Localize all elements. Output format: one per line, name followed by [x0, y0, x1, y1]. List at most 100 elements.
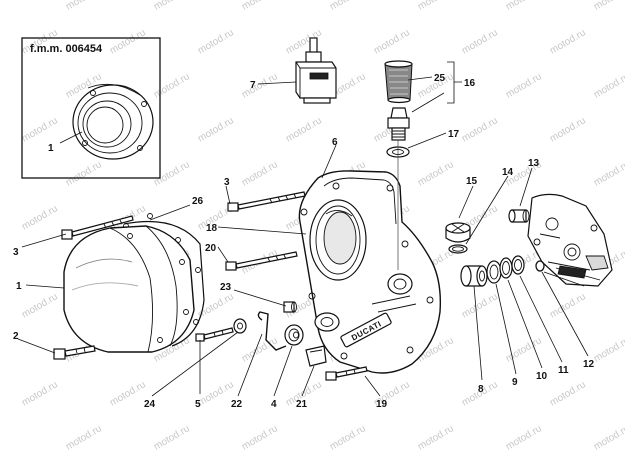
bearing [486, 260, 502, 284]
callout-12: 12 [583, 359, 595, 370]
screw-3-upper [227, 191, 306, 212]
watermark-text: motod.ru [108, 379, 148, 408]
screw-2 [53, 345, 96, 360]
watermark-text: motod.ru [152, 71, 192, 100]
watermark-text: motod.ru [504, 0, 544, 13]
watermark-text: motod.ru [64, 159, 104, 188]
watermark-text: motod.ru [592, 423, 625, 452]
watermark-text: motod.ru [152, 423, 192, 452]
callout-9: 9 [512, 377, 518, 388]
watermark-text: motod.ru [372, 27, 412, 56]
plate-21 [305, 345, 327, 367]
watermark-text: motod.ru [196, 115, 236, 144]
watermark-text: motod.ru [416, 423, 456, 452]
watermark-text: motod.ru [64, 423, 104, 452]
watermark-text: motod.ru [240, 423, 280, 452]
callout-14: 14 [502, 167, 514, 178]
watermark-text: motod.ru [152, 0, 192, 13]
watermark-text: motod.ru [416, 0, 456, 13]
watermark-text: motod.ru [152, 159, 192, 188]
callout-16: 16 [464, 78, 476, 89]
oil-filler-cap [445, 222, 471, 243]
watermark-text: motod.ru [504, 335, 544, 364]
callout-labels: 7 25 16 17 6 13 14 15 3 26 18 3 20 1 2 2… [13, 73, 595, 410]
watermark-text: motod.ru [196, 379, 236, 408]
engine-block-fragment [527, 193, 613, 287]
screw-20 [225, 251, 298, 271]
circlip [535, 260, 545, 272]
bush [460, 265, 488, 287]
callout-24: 24 [144, 399, 156, 410]
callout-18: 18 [206, 223, 218, 234]
oil-filter-mesh [384, 60, 413, 104]
watermark-text: motod.ru [20, 115, 60, 144]
callout-22: 22 [231, 399, 243, 410]
watermark-text: motod.ru [460, 115, 500, 144]
watermark-text: motod.ru [504, 423, 544, 452]
oil-pressure-switch [295, 37, 337, 104]
watermark-text: motod.ru [416, 159, 456, 188]
watermark-text: motod.ru [20, 291, 60, 320]
callout-8: 8 [478, 384, 484, 395]
callout-11: 11 [558, 365, 569, 376]
spacer-23 [283, 301, 297, 313]
watermark-text: motod.ru [592, 71, 625, 100]
watermark-text: motod.ru [108, 27, 148, 56]
screw-3-left [61, 215, 134, 240]
watermark-text: motod.ru [240, 71, 280, 100]
callout-15: 15 [466, 176, 478, 187]
callout-19: 19 [376, 399, 388, 410]
leader-lines [17, 61, 589, 397]
screw-19 [325, 366, 368, 381]
callout-10: 10 [536, 371, 548, 382]
callout-3-left: 3 [13, 247, 19, 258]
watermark-text: motod.ru [240, 159, 280, 188]
callout-7: 7 [250, 80, 256, 91]
watermark-text: motod.ru [548, 27, 588, 56]
crankcase-cover: DUCATI [298, 170, 442, 374]
callout-4: 4 [271, 399, 277, 410]
watermark-text: motod.ru [460, 291, 500, 320]
filler-cap-oring [448, 244, 468, 254]
filter-union [387, 107, 410, 141]
watermark-text: motod.ru [592, 0, 625, 13]
callout-6: 6 [332, 137, 338, 148]
watermark-text: motod.ru [196, 27, 236, 56]
watermark-text: motod.ru [284, 115, 324, 144]
watermark-text: motod.ru [548, 379, 588, 408]
dowel-sleeve [508, 209, 530, 223]
watermark-text: motod.ru [328, 423, 368, 452]
callout-20: 20 [205, 243, 217, 254]
callout-13: 13 [528, 158, 540, 169]
watermark-text: motod.ru [548, 291, 588, 320]
watermark-text: motod.ru [592, 335, 625, 364]
seal-ring [499, 257, 513, 279]
callout-21: 21 [296, 399, 308, 410]
inset-box: f.m.m. 006454 1 [21, 37, 161, 179]
screw-5 [195, 327, 234, 342]
watermark-text: motod.ru [20, 379, 60, 408]
inset-title: f.m.m. 006454 [30, 43, 103, 55]
callout-3-upper: 3 [224, 177, 230, 188]
oil-seal-4 [284, 324, 304, 346]
watermark-text: motod.ru [504, 71, 544, 100]
callout-17: 17 [448, 129, 460, 140]
watermark-text: motod.ru [240, 0, 280, 13]
watermark-text: motod.ru [64, 0, 104, 13]
watermark-text: motod.ru [196, 291, 236, 320]
thrust-washer [511, 255, 525, 275]
callout-5: 5 [195, 399, 201, 410]
inset-cover-illustration [72, 83, 154, 160]
watermark-text: motod.ru [20, 203, 60, 232]
washer-24 [233, 318, 247, 334]
watermark-text: motod.ru [548, 115, 588, 144]
callout-26: 26 [192, 196, 204, 207]
callout-25: 25 [434, 73, 446, 84]
callout-1: 1 [16, 281, 22, 292]
callout-23: 23 [220, 282, 232, 293]
watermark-text: motod.ru [460, 27, 500, 56]
watermark-text: motod.ru [328, 0, 368, 13]
inset-part-label: 1 [48, 143, 54, 154]
